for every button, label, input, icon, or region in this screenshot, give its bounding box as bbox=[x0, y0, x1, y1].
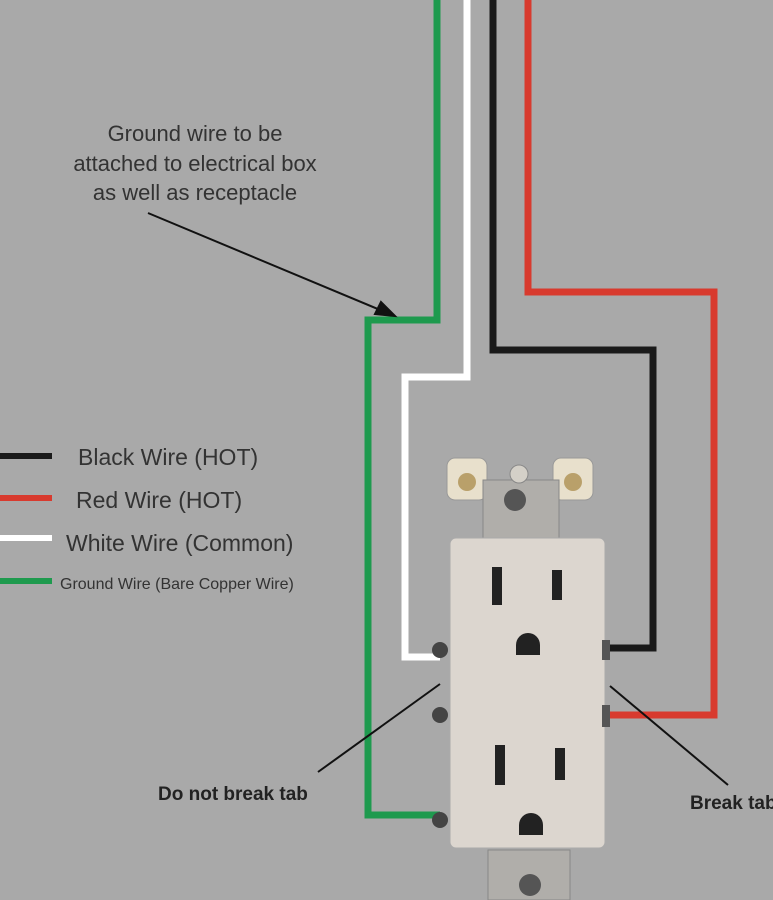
lower-ground-hole bbox=[519, 813, 543, 835]
upper-slot-left bbox=[492, 567, 502, 605]
break-tab-label: Break tab bbox=[690, 793, 773, 814]
legend: Black Wire (HOT) Red Wire (HOT) White Wi… bbox=[0, 444, 294, 593]
legend-label-ground: Ground Wire (Bare Copper Wire) bbox=[60, 576, 294, 593]
ground-note-line-1: Ground wire to be bbox=[108, 121, 283, 146]
legend-label-red: Red Wire (HOT) bbox=[76, 487, 242, 513]
white-wire bbox=[401, 0, 471, 661]
receptacle bbox=[432, 457, 610, 900]
do-not-break-arrow bbox=[317, 683, 441, 773]
lower-slot-right bbox=[555, 748, 565, 780]
do-not-break-tab-label: Do not break tab bbox=[158, 784, 308, 805]
break-tab-arrow bbox=[609, 685, 729, 786]
red-wire bbox=[524, 0, 718, 719]
ground-note-arrow bbox=[147, 212, 386, 313]
ground-wire bbox=[364, 0, 441, 819]
upper-slot-right bbox=[552, 570, 562, 600]
legend-label-black: Black Wire (HOT) bbox=[78, 444, 258, 470]
black-wire bbox=[489, 0, 657, 652]
legend-label-white: White Wire (Common) bbox=[66, 530, 293, 556]
upper-ground-hole bbox=[516, 633, 540, 655]
lower-slot-left bbox=[495, 745, 505, 785]
ground-note-line-3: as well as receptacle bbox=[93, 180, 297, 205]
ground-note-line-2: attached to electrical box bbox=[73, 151, 316, 176]
arrowhead-icon bbox=[373, 300, 398, 318]
